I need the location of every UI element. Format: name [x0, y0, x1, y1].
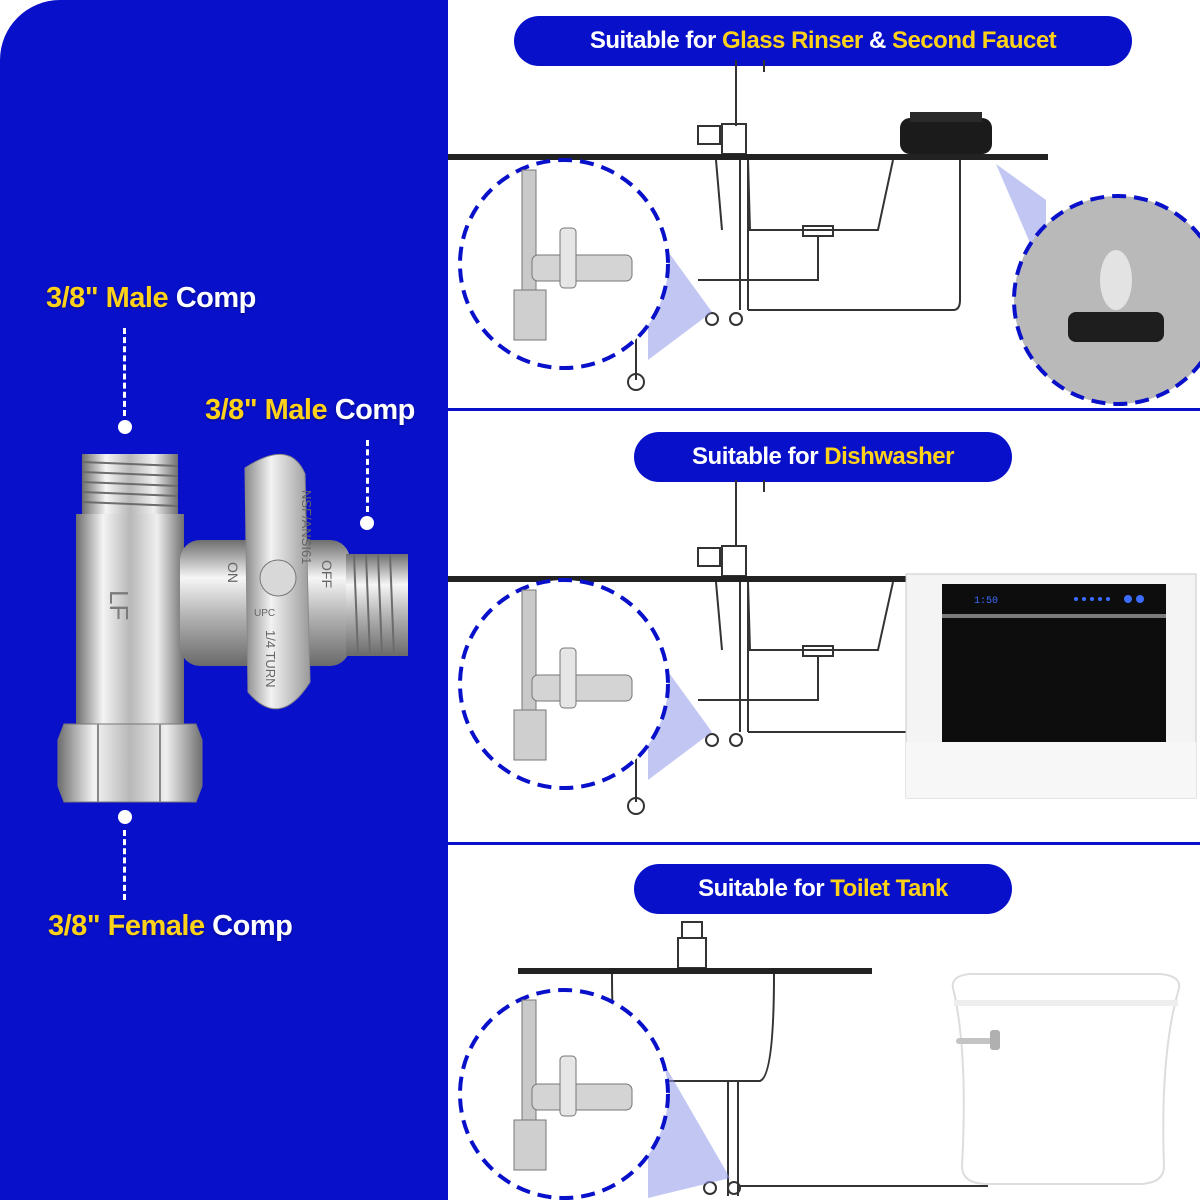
on-mark: ON: [225, 562, 241, 583]
dishwasher-display: 1:50: [974, 596, 998, 607]
side-male-dot: [360, 516, 374, 530]
female-leader: [123, 830, 126, 900]
side-male-label: 3/8" Male Comp: [205, 394, 415, 427]
pill1-prefix: Suitable for: [589, 27, 717, 54]
top-male-leader: [123, 328, 126, 416]
top-male-label: 3/8" Male Comp: [46, 282, 256, 315]
female-dot: [118, 810, 132, 824]
glass-rinser-pill: Suitable for Glass Rinser & Second Fauce…: [514, 16, 1132, 66]
side-male-kind: Male: [264, 394, 328, 426]
side-male-suffix: Comp: [334, 394, 416, 426]
side-male-leader: [366, 440, 369, 512]
toilet-tank-pill: Suitable for Toilet Tank: [634, 864, 1012, 914]
female-label: 3/8" Female Comp: [48, 910, 293, 943]
upc-mark: UPC: [254, 608, 275, 619]
pill3-prefix: Suitable for: [698, 875, 825, 902]
dishwasher-pill: Suitable for Dishwasher: [634, 432, 1012, 482]
section-divider-2: [448, 842, 1200, 845]
dishwasher-scene: 1:50: [448, 480, 1197, 815]
off-mark: OFF: [319, 560, 335, 588]
angle-stop-valve-image: LF NSF/ANSI61 OFF ON 1/4 TURN UPC: [57, 454, 408, 803]
section-divider-1: [448, 408, 1200, 411]
top-male-kind: Male: [105, 282, 169, 314]
glass-rinser-scene: [448, 60, 1200, 406]
female-suffix: Comp: [212, 910, 293, 942]
pill2-hl1: Dishwasher: [824, 443, 954, 470]
pill1-mid: &: [868, 27, 886, 54]
top-male-suffix: Comp: [175, 282, 257, 314]
toilet-tank-scene: [458, 921, 1181, 1200]
lf-mark: LF: [104, 590, 134, 620]
turn-mark: 1/4 TURN: [263, 630, 278, 688]
female-kind: Female: [107, 910, 205, 942]
side-male-size: 3/8": [205, 394, 258, 426]
top-male-size: 3/8": [46, 282, 99, 314]
nsf-mark: NSF/ANSI61: [299, 490, 314, 564]
pill1-hl1: Glass Rinser: [722, 27, 863, 54]
top-male-dot: [118, 420, 132, 434]
pill2-prefix: Suitable for: [692, 443, 819, 470]
female-size: 3/8": [48, 910, 101, 942]
pill1-hl2: Second Faucet: [891, 27, 1057, 54]
pill3-hl1: Toilet Tank: [830, 875, 948, 902]
